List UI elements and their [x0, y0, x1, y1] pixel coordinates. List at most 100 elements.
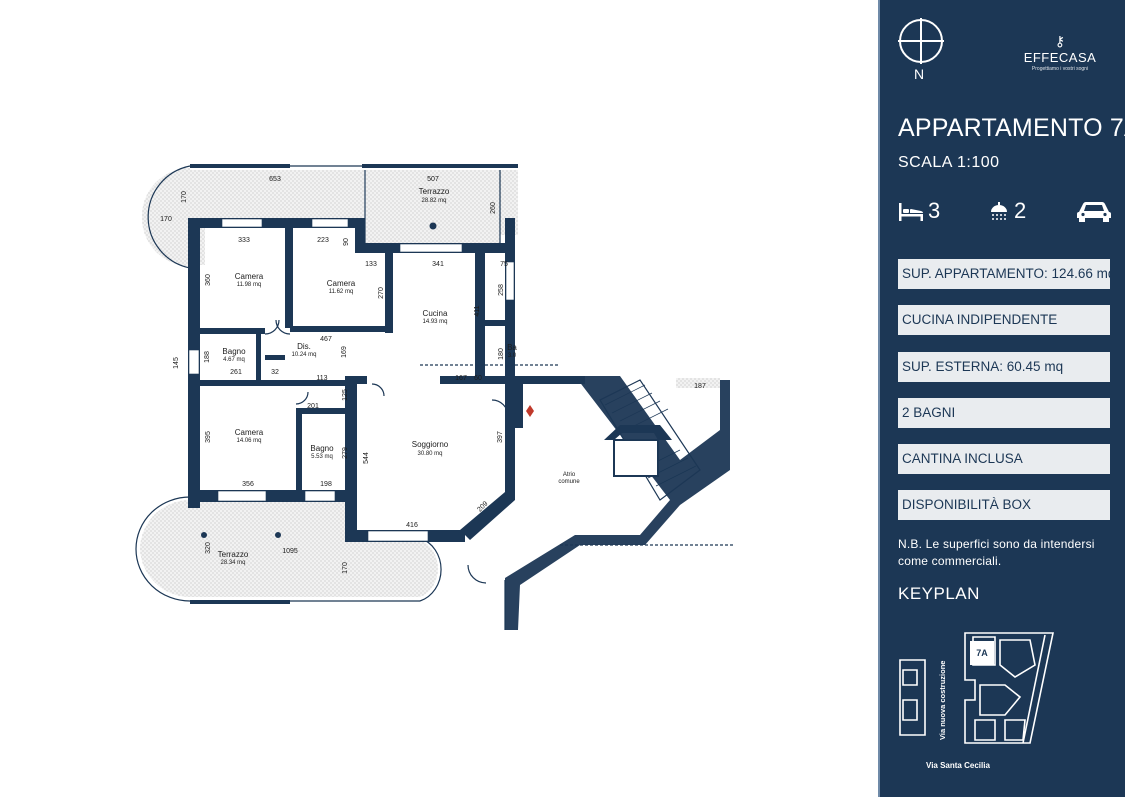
dim: 201	[307, 403, 319, 410]
terrazzo-bottom-label: Terrazzo	[218, 550, 249, 559]
info-box-external-surface: SUP. ESTERNA: 60.45 mq	[898, 352, 1110, 382]
bagno1-label: Bagno	[222, 347, 246, 356]
info-box-kitchen: CUCINA INDIPENDENTE	[898, 305, 1110, 335]
camera2-label: Camera	[327, 279, 356, 288]
keyplan-title: KEYPLAN	[898, 584, 980, 603]
dim: 653	[269, 176, 281, 183]
car-icon	[1077, 202, 1111, 222]
dim: 198	[320, 481, 332, 488]
dis-area: 10.24 mq	[291, 352, 316, 358]
terrazzo-bottom-area: 28.34 mq	[220, 560, 245, 566]
info-box-bathrooms: 2 BAGNI	[898, 398, 1110, 428]
keyplan-drawing: 7A Via nuova costruzione	[899, 632, 1054, 744]
bedrooms-feature: 3	[898, 196, 940, 226]
camera3-label: Camera	[235, 428, 264, 437]
brand-tagline: Progettiamo i vostri sogni	[1031, 66, 1089, 72]
dim: 187	[694, 383, 706, 390]
dim: 270	[378, 287, 385, 299]
keyplan-street-side: Via nuova costruzione	[938, 661, 947, 740]
dim: 260	[490, 202, 497, 214]
dim: 544	[363, 452, 370, 464]
scale-label: SCALA 1:100	[898, 154, 1000, 171]
dim: 169	[341, 346, 348, 358]
info-sidebar: N ⚷ EFFECASA Progettiamo i vostri sogni …	[878, 0, 1125, 797]
bed-icon	[899, 203, 923, 221]
dim: 360	[205, 274, 212, 286]
dim: 75	[500, 261, 508, 268]
compass: N	[898, 18, 944, 84]
bagno2-area: 5.53 mq	[311, 454, 333, 460]
keyplan-street-bottom: Via Santa Cecilia	[926, 761, 990, 770]
dim: 170	[181, 191, 188, 203]
windows	[188, 218, 515, 542]
floor-plan: Terrazzo 28.82 mq Camera 11.98 mq Camera…	[135, 164, 735, 630]
dim: 180	[498, 348, 505, 360]
brand-name: EFFECASA	[1023, 50, 1097, 65]
bagno1-area: 4.67 mq	[223, 357, 245, 363]
soggiorno-label: Soggiorno	[412, 440, 449, 449]
dim: 341	[432, 261, 444, 268]
compass-rose-icon	[898, 18, 944, 64]
terrazzo-top-label: Terrazzo	[419, 187, 450, 196]
camera1-area: 11.98 mq	[237, 282, 262, 288]
floor-plan-drawing: Terrazzo 28.82 mq Camera 11.98 mq Camera…	[135, 164, 735, 630]
dim: 60	[474, 375, 482, 382]
dim: 416	[406, 522, 418, 529]
key-icon: ⚷	[1054, 33, 1066, 49]
b-cut-label: Ba	[507, 343, 517, 352]
dim: 90	[343, 238, 350, 246]
dim: 188	[204, 351, 211, 363]
shower-icon	[991, 202, 1007, 220]
dim: 167	[455, 375, 467, 382]
terrace-bottom	[135, 496, 442, 604]
keyplan-map: 7A Via nuova costruzione	[895, 625, 1115, 775]
bathrooms-count: 2	[1014, 198, 1027, 223]
cucina-area: 14.93 mq	[422, 319, 447, 325]
atrio-sub: comune	[558, 479, 580, 485]
terrazzo-top-area: 28.82 mq	[421, 198, 446, 204]
dim: 279	[342, 447, 349, 459]
soggiorno-area: 30.80 mq	[417, 451, 442, 457]
dim: 170	[342, 562, 349, 574]
bedrooms-count: 3	[928, 198, 941, 223]
dim: 261	[230, 369, 242, 376]
dim: 411	[474, 305, 481, 316]
dim: 125	[342, 389, 349, 401]
apartment-title: APPARTAMENTO 7A	[898, 114, 1125, 142]
dim: 32	[271, 369, 279, 376]
dim: 467	[320, 336, 332, 343]
dis-label: Dis.	[297, 342, 311, 351]
dim: 356	[242, 481, 254, 488]
door-swings	[264, 319, 509, 584]
keyplan-unit-label: 7A	[976, 648, 988, 658]
info-box-cellar: CANTINA INCLUSA	[898, 444, 1110, 474]
dim: 133	[365, 261, 377, 268]
dim: 258	[498, 284, 505, 296]
terrace-top	[141, 164, 518, 269]
camera2-area: 11.62 mq	[329, 289, 354, 295]
dim: 333	[238, 237, 250, 244]
room-labels: Terrazzo 28.82 mq Camera 11.98 mq Camera…	[218, 187, 581, 566]
common-stairwell	[420, 364, 735, 630]
bagno2-label: Bagno	[310, 444, 334, 453]
b-cut-area: 3.0	[508, 353, 517, 359]
dim: 113	[316, 375, 327, 382]
parking-feature	[1076, 196, 1112, 226]
dim: 1095	[282, 548, 298, 555]
dim: 170	[160, 216, 172, 223]
dim: 395	[205, 431, 212, 443]
atrio-label: Atrio	[563, 472, 576, 478]
dim: 145	[173, 357, 180, 369]
camera1-label: Camera	[235, 272, 264, 281]
surface-note: N.B. Le superfici sono da intendersi com…	[898, 537, 1095, 568]
cucina-label: Cucina	[423, 309, 448, 318]
info-box-surface: SUP. APPARTAMENTO: 124.66 mq	[898, 259, 1110, 289]
camera3-area: 14.06 mq	[236, 438, 261, 444]
dim: 223	[317, 237, 329, 244]
info-box-garage: DISPONIBILITÀ BOX	[898, 490, 1110, 520]
dimension-labels: 653 507 170 170 260 333 223 90 133 341 7…	[160, 176, 706, 574]
dim: 507	[427, 176, 439, 183]
dim: 320	[205, 542, 212, 554]
dim: 397	[497, 431, 504, 443]
compass-north-label: N	[914, 66, 925, 82]
